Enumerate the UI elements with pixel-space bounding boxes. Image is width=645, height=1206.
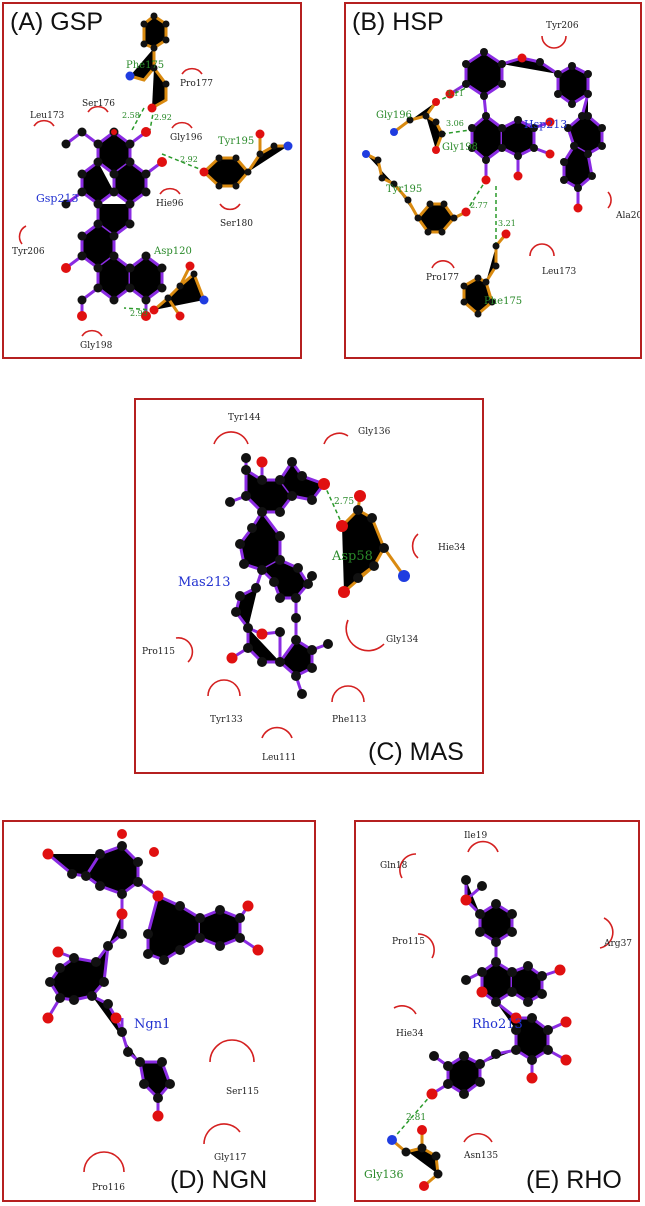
hbonds-e xyxy=(391,1093,433,1141)
panel-d-diagram: Ngn1 Ser115 Gly117 Pro116 xyxy=(42,829,264,1193)
residue-label-gly198: Gly198 xyxy=(442,142,478,153)
residue-label-pro116: Pro116 xyxy=(92,1183,125,1193)
residue-label-phe175: Phe175 xyxy=(484,296,522,307)
distance-label: 2.92 xyxy=(180,155,198,164)
residue-label-pro177: Pro177 xyxy=(180,79,213,89)
residue-label-pro115: Pro115 xyxy=(392,937,425,947)
residue-label-tyr206: Tyr206 xyxy=(12,247,45,257)
residue-label-tyr206: Tyr206 xyxy=(546,21,579,31)
residue-label-asp58: Asp58 xyxy=(331,549,373,564)
distance-label: 3.21 xyxy=(498,219,516,228)
atoms-a xyxy=(61,12,293,321)
residue-label-ser115: Ser115 xyxy=(226,1087,259,1097)
hydrophobic-arcs-a xyxy=(18,67,241,337)
ligand-label-ngn1: Ngn1 xyxy=(134,1017,170,1032)
residue-label-phe175: Phe175 xyxy=(126,60,164,71)
panel-a-diagram: Phe175 Tyr195 Asp120 Gsp213 Pro177 Ser17… xyxy=(12,12,293,351)
atoms-e xyxy=(387,875,572,1191)
residue-label-gly198: Gly198 xyxy=(80,341,113,351)
residue-label-phe113: Phe113 xyxy=(332,715,367,725)
residue-label-asn135: Asn135 xyxy=(463,1151,498,1161)
hydrophobic-arcs-d xyxy=(83,1039,255,1173)
residue-label-leu111: Leu111 xyxy=(262,753,296,763)
ligand-ngn1-structure xyxy=(46,844,259,1116)
distance-label: 2.92 xyxy=(154,113,172,122)
residue-asp58-structure xyxy=(340,495,406,594)
residue-label-tyr133: Tyr133 xyxy=(210,715,243,725)
residue-label-gly136: Gly136 xyxy=(364,1168,404,1181)
ligand-label-rho213: Rho213 xyxy=(472,1017,523,1032)
residue-label-gln18: Gln18 xyxy=(380,861,408,871)
distance-label: 2.58 xyxy=(122,111,140,120)
atoms-c xyxy=(225,453,410,699)
atoms-b xyxy=(362,48,606,318)
panel-b-diagram: Gly196 Gly198 Tyr195 Phe175 Hsp213 Tyr20… xyxy=(362,21,642,318)
ligand-rho213-structure xyxy=(431,880,567,1096)
residue-label-gly134: Gly134 xyxy=(386,635,419,645)
residue-label-ile19: Ile19 xyxy=(464,831,487,841)
distance-label: 3.06 xyxy=(446,119,464,128)
panel-c: (C) MAS xyxy=(134,398,484,774)
residue-label-hie96: Hie96 xyxy=(156,199,184,209)
panel-c-diagram: Asp58 Mas213 Tyr144 Gly136 Hie34 Gly134 … xyxy=(142,413,466,763)
distance-label: 2.81 xyxy=(406,1113,426,1123)
residue-label-hie34: Hie34 xyxy=(438,543,466,553)
panel-b: (B) HSP xyxy=(344,2,642,359)
distance-label: 2.77 xyxy=(470,201,488,210)
residue-label-asp120: Asp120 xyxy=(153,246,192,257)
residue-gly196-structure xyxy=(393,101,438,134)
hydrophobic-arcs-e xyxy=(393,840,614,1143)
residue-label-gly196: Gly196 xyxy=(170,133,203,143)
panel-d-title: (D) NGN xyxy=(170,1166,268,1194)
hbonds-c xyxy=(323,483,343,525)
ligand-label-gsp213: Gsp213 xyxy=(36,192,78,205)
residue-label-pro115: Pro115 xyxy=(142,647,175,657)
residue-label-leu173: Leu173 xyxy=(542,267,577,277)
distance-label: 3.11 xyxy=(446,89,464,98)
ligand-label-hsp213: Hsp213 xyxy=(524,118,567,131)
hydrophobic-arcs-c xyxy=(175,431,419,739)
residue-label-tyr195: Tyr195 xyxy=(386,184,422,195)
residue-label-gly196: Gly196 xyxy=(376,110,412,121)
panel-e-title: (E) RHO xyxy=(526,1166,622,1194)
residue-label-hie34: Hie34 xyxy=(396,1029,424,1039)
hydrophobic-arcs-b xyxy=(431,35,612,269)
residue-label-pro177: Pro177 xyxy=(426,273,459,283)
residue-label-gly136: Gly136 xyxy=(358,427,391,437)
residue-label-ser180: Ser180 xyxy=(220,219,253,229)
distance-label: 2.99 xyxy=(130,309,148,318)
residue-label-ala205: Ala205 xyxy=(615,211,642,221)
residue-gly198-structure xyxy=(425,114,444,151)
ligand-label-mas213: Mas213 xyxy=(178,575,231,590)
panel-a: (A) GSP xyxy=(2,2,302,359)
residue-label-gly117: Gly117 xyxy=(214,1153,247,1163)
panel-e-diagram: Gly136 Rho213 Ile19 Gln18 Pro115 Arg37 H… xyxy=(364,831,632,1191)
residue-label-tyr195: Tyr195 xyxy=(218,136,254,147)
residue-label-leu173: Leu173 xyxy=(30,111,65,121)
ligand-gsp213-structure xyxy=(65,130,164,316)
distance-label: 2.75 xyxy=(334,497,354,507)
panel-b-title: (B) HSP xyxy=(352,8,444,36)
panel-a-title: (A) GSP xyxy=(10,8,104,36)
residue-label-tyr144: Tyr144 xyxy=(228,413,261,423)
residue-label-ser176: Ser176 xyxy=(82,99,115,109)
panel-c-title: (C) MAS xyxy=(368,738,464,766)
panel-e: (E) RHO xyxy=(354,820,640,1202)
residue-label-arg37: Arg37 xyxy=(603,939,632,949)
panel-d: (D) NGN xyxy=(2,820,316,1202)
atoms-d xyxy=(42,829,264,1122)
